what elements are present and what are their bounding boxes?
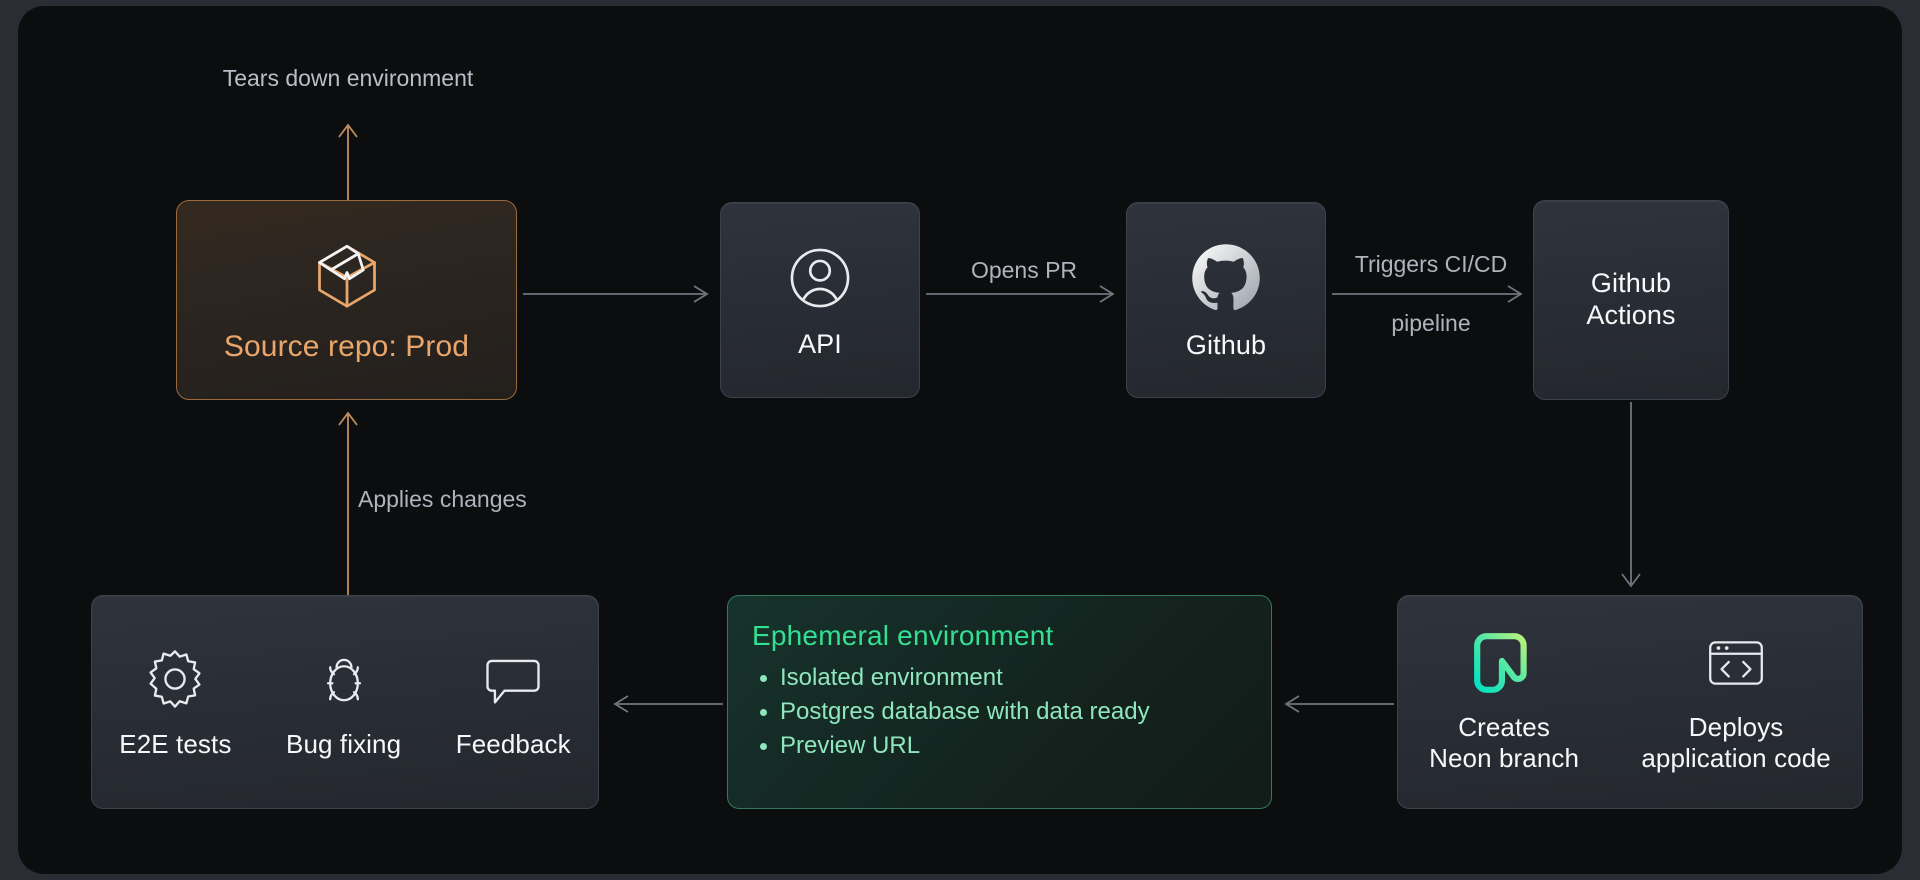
user-avatar-icon: [781, 239, 859, 317]
neon-item-deploy-code-label: Deploys application code: [1641, 712, 1831, 773]
node-api[interactable]: API: [720, 202, 920, 398]
edge-api-to-github: [926, 284, 1122, 304]
edge-label-triggers-cicd-line1: Triggers CI/CD: [1354, 251, 1508, 278]
tests-item-feedback[interactable]: Feedback: [456, 645, 571, 760]
tests-item-e2e-label: E2E tests: [119, 728, 232, 759]
edge-ephemeral-to-tests: [605, 694, 723, 714]
node-github-label: Github: [1185, 330, 1267, 361]
neon-deploy-line2: application code: [1641, 743, 1831, 773]
neon-item-deploy-code[interactable]: Deploys application code: [1641, 630, 1831, 773]
edge-neon-to-ephemeral: [1276, 694, 1394, 714]
edge-label-tears-down: Tears down environment: [222, 65, 474, 91]
node-neon-deploy[interactable]: Creates Neon branch Deploys application …: [1397, 595, 1863, 809]
edge-actions-to-neon: [1611, 402, 1651, 594]
edge-repo-to-api: [523, 284, 715, 304]
tests-item-e2e[interactable]: E2E tests: [119, 645, 231, 760]
neon-item-create-branch-label: Creates Neon branch: [1429, 712, 1579, 773]
ephemeral-bullet: Preview URL: [752, 729, 1271, 763]
gear-icon: [141, 645, 209, 713]
edge-label-triggers-cicd: Triggers CI/CD pipeline: [1322, 221, 1540, 339]
tests-item-bug-label: Bug fixing: [286, 728, 402, 759]
node-api-label: API: [798, 329, 842, 360]
ephemeral-bullet: Isolated environment: [752, 661, 1271, 695]
neon-create-line2: Neon branch: [1429, 743, 1580, 773]
bug-icon: [310, 645, 378, 713]
github-logo-icon: [1186, 238, 1266, 318]
edge-label-opens-pr: Opens PR: [970, 257, 1078, 283]
node-source-repo-label: Source repo: Prod: [223, 330, 470, 364]
node-github[interactable]: Github: [1126, 202, 1326, 398]
tests-item-bug[interactable]: Bug fixing: [286, 645, 401, 760]
ephemeral-bullet: Postgres database with data ready: [752, 695, 1271, 729]
neon-logo-icon: [1471, 630, 1537, 696]
speech-bubble-icon: [479, 645, 547, 713]
node-source-repo[interactable]: Source repo: Prod: [176, 200, 517, 400]
open-box-icon: [307, 235, 387, 315]
code-window-icon: [1703, 630, 1769, 696]
neon-item-create-branch[interactable]: Creates Neon branch: [1429, 630, 1579, 773]
edge-github-to-actions: [1332, 284, 1530, 304]
ephemeral-bullet-list: Isolated environment Postgres database w…: [752, 661, 1271, 763]
edge-label-applies-changes: Applies changes: [358, 486, 527, 512]
node-tests-feedback[interactable]: E2E tests Bug fixing: [91, 595, 599, 809]
node-ephemeral-environment[interactable]: Ephemeral environment Isolated environme…: [727, 595, 1272, 809]
neon-create-line1: Creates: [1458, 712, 1550, 743]
edge-tears-down: [328, 118, 368, 208]
diagram-canvas: Tears down environment Opens PR Triggers…: [18, 6, 1902, 874]
edge-label-triggers-cicd-line2: pipeline: [1391, 310, 1471, 337]
ephemeral-title: Ephemeral environment: [752, 620, 1054, 651]
node-github-actions-line2: Actions: [1586, 300, 1676, 330]
node-github-actions-label: Github Actions: [1586, 268, 1675, 332]
edge-applies-changes: [328, 404, 368, 598]
node-github-actions-line1: Github: [1590, 268, 1672, 299]
neon-deploy-line1: Deploys: [1688, 712, 1784, 743]
node-github-actions[interactable]: Github Actions: [1533, 200, 1729, 400]
tests-item-feedback-label: Feedback: [455, 728, 571, 759]
